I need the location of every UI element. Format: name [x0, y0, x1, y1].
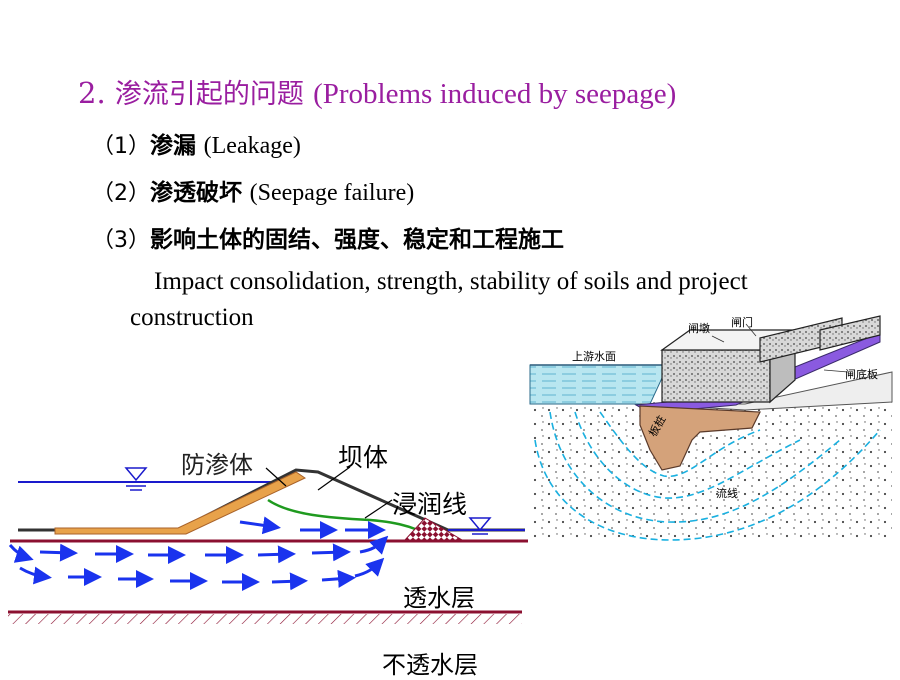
upstream-water-level-icon: [124, 467, 148, 491]
phreatic-line-label: 浸润线: [392, 490, 468, 519]
gate-label: 闸门: [731, 316, 753, 329]
flow-lines: [534, 411, 881, 541]
anti-seepage-label: 防渗体: [181, 451, 253, 479]
title-number: 2.: [78, 76, 106, 110]
sluice-piers: [660, 315, 881, 404]
leader-phreatic: [364, 499, 393, 519]
upstream-water-label: 上游水面: [572, 350, 616, 363]
title-english: (Problems induced by seepage): [313, 78, 677, 110]
sheet-pile: [639, 405, 761, 471]
item-chinese: 影响土体的固结、强度、稳定和工程施工: [150, 227, 564, 253]
item-number: （3）: [92, 228, 150, 253]
leader-dam-body: [317, 466, 351, 491]
impermeable-layer-label: 不透水层: [382, 651, 478, 679]
pier-label: 闸墩: [688, 322, 710, 335]
leader-anti-seepage: [265, 467, 287, 487]
dam-body-label: 坝体: [338, 443, 389, 472]
slide-title: 2. 渗流引起的问题 (Problems induced by seepage): [78, 72, 676, 111]
floor-label: 闸底板: [845, 368, 878, 381]
list-item-leakage: （1）渗漏 (Leakage): [92, 126, 301, 160]
title-chinese: 渗流引起的问题: [114, 79, 304, 110]
item-chinese: 渗透破坏: [150, 180, 242, 206]
list-item-impact: （3）影响土体的固结、强度、稳定和工程施工: [92, 220, 564, 254]
item-english: (Seepage failure): [249, 180, 415, 206]
sluice-upstream-water: [529, 364, 669, 405]
item-english: (Leakage): [203, 133, 301, 159]
item-chinese: 渗漏: [150, 133, 196, 159]
list-item-seepage-failure: （2）渗透破坏 (Seepage failure): [92, 173, 414, 207]
anti-seepage-body: [54, 471, 307, 535]
item-number: （1）: [92, 134, 150, 159]
seepage-flow-arrows: [8, 516, 389, 591]
item-number: （2）: [92, 181, 150, 206]
permeable-layer-label: 透水层: [403, 584, 475, 612]
impermeable-layer-hatch: [8, 614, 522, 624]
downstream-water-level-icon: [468, 517, 492, 535]
phreatic-line: [267, 498, 419, 532]
impact-text: Impact consolidation, strength, stabilit…: [130, 268, 748, 331]
flow-line-label: 流线: [716, 487, 738, 500]
